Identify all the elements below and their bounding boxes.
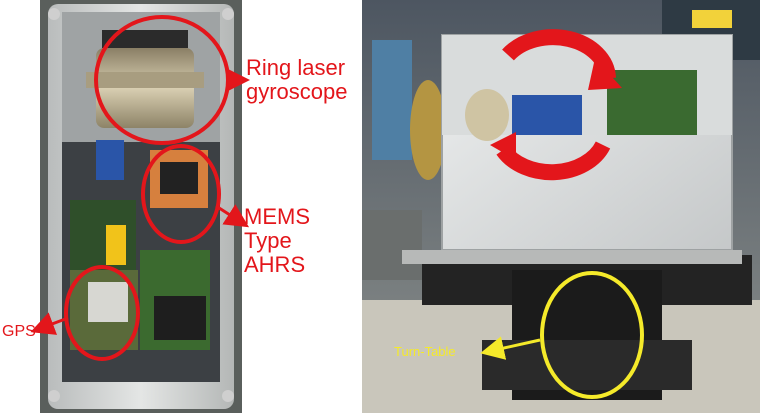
label-gps: GPS — [2, 323, 36, 340]
label-mems-line2: Type — [244, 228, 292, 254]
gyroscope-highlight-circle — [94, 15, 230, 145]
rotation-arrow-bottom — [496, 141, 611, 181]
turntable-illustration — [362, 0, 760, 413]
rotation-arrow-top — [502, 29, 616, 79]
enclosure-illustration — [40, 0, 242, 413]
label-ring-laser-line2: gyroscope — [246, 79, 348, 105]
label-ring-laser-gyroscope: Ring laser gyroscope — [246, 55, 348, 105]
label-ring-laser-line1: Ring laser — [246, 55, 346, 80]
rotation-arrowhead-top — [588, 58, 622, 90]
mems-highlight-circle — [141, 144, 221, 244]
gps-pointer-arrow — [30, 312, 69, 335]
label-mems-line3: AHRS — [244, 252, 306, 278]
turntable-highlight-circle — [540, 271, 644, 399]
label-turn-table: Turn-Table — [394, 344, 456, 359]
right-photo-turntable — [362, 0, 760, 413]
mems-pointer-arrow — [215, 204, 250, 228]
turntable-pointer-arrow — [480, 336, 541, 360]
rotation-arrowhead-bottom — [490, 132, 516, 160]
label-mems-line1: MEMS — [244, 204, 310, 229]
left-photo-enclosure — [40, 0, 242, 413]
label-mems-type-ahrs: MEMS Type AHRS — [244, 204, 310, 278]
gps-highlight-circle — [64, 265, 140, 361]
